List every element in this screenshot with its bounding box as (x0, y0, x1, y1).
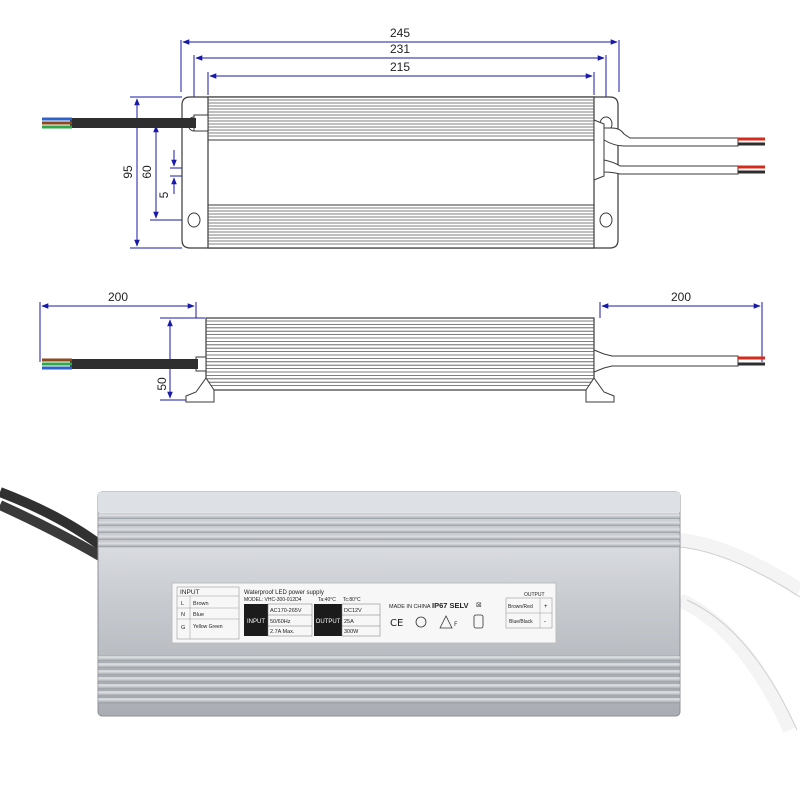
dim-width-overall: 245 (390, 26, 410, 40)
label-ta: Ta:40°C (318, 597, 336, 603)
recycle-bin-icon: ⊠ (476, 601, 482, 609)
photo-fin (97, 520, 681, 527)
label-product-title: Waterproof LED power supply (244, 590, 324, 596)
label-tc: Tc:80°C (343, 597, 361, 603)
input-cable (70, 118, 196, 128)
side-foot-left (185, 377, 215, 403)
dim-input-cable: 200 (108, 290, 128, 304)
dim-hole-spacing: 60 (140, 165, 154, 179)
class2-mark-icon (473, 614, 484, 629)
photo-fin (97, 541, 681, 548)
label-pin-g: G (181, 625, 185, 631)
side-fins (206, 320, 594, 387)
label-output-current: 25A (344, 619, 354, 625)
side-foot-right (585, 377, 615, 403)
top-view: 245 231 215 95 60 5 (42, 26, 765, 249)
side-output-cable (593, 349, 739, 373)
photo-fin (97, 697, 681, 704)
label-input-current: 2.7A Max. (270, 629, 295, 635)
dim-output-cable: 200 (671, 290, 691, 304)
label-output-tag: OUTPUT (316, 619, 341, 625)
dim-hole-diameter: 5 (157, 191, 171, 198)
mount-hole-icon (599, 212, 613, 228)
photo-fin (97, 683, 681, 690)
fcc-mark-icon: F (454, 621, 458, 628)
ce-mark-icon: CE (390, 618, 403, 629)
mount-hole-icon (187, 212, 201, 228)
dim-height-overall: 95 (121, 165, 135, 179)
label-pin-g-color: Yellow Green (193, 624, 223, 630)
photo-input-cable-2 (0, 500, 103, 561)
photo-fin (97, 655, 681, 662)
label-output-power: 300W (344, 629, 359, 635)
photo-input-cable-1 (0, 487, 103, 550)
top-fins-lower (208, 207, 594, 245)
dim-width-holes: 231 (390, 42, 410, 56)
label-output-wire-neg: Blue/Black (509, 619, 533, 625)
label-made-in: MADE IN CHINA (389, 604, 431, 610)
label-ip-rating: IP67 SELV (432, 601, 469, 610)
dim-side-height: 50 (155, 377, 169, 391)
output-gland (593, 119, 605, 181)
photo-output-cable-1 (679, 533, 800, 596)
photo-fins-bottom (97, 655, 681, 704)
top-body (207, 96, 595, 249)
output-cable-2 (603, 159, 739, 175)
side-body (205, 317, 595, 391)
label-output-sign-pos: + (544, 604, 548, 610)
label-output-title: OUTPUT (524, 592, 545, 598)
top-fins-upper (208, 99, 594, 137)
label-input-frequency: 50/60Hz (270, 619, 291, 625)
product-photo: INPUT L Brown N Blue G Yellow Green Wate… (0, 487, 800, 733)
label-pin-l: L (181, 601, 184, 607)
photo-fin (97, 534, 681, 541)
saa-mark-icon (439, 615, 453, 629)
label-input-tag: INPUT (247, 619, 265, 625)
side-input-cable (70, 359, 198, 369)
label-output-sign-neg: - (544, 619, 546, 625)
photo-fin (97, 669, 681, 676)
emc-mark-icon (415, 616, 427, 628)
spec-label: INPUT L Brown N Blue G Yellow Green Wate… (171, 582, 557, 644)
input-gland (193, 114, 209, 132)
output-cable-1 (603, 127, 739, 147)
label-pin-n-color: Blue (193, 612, 204, 618)
photo-fin (97, 527, 681, 534)
photo-fin (97, 676, 681, 683)
label-output-wire-pos: Brown/Red (508, 604, 533, 610)
photo-fin (97, 662, 681, 669)
label-pin-n: N (181, 612, 185, 618)
label-input-voltage: AC170-265V (270, 608, 302, 614)
label-output-voltage: DC12V (344, 608, 362, 614)
side-view: 200 200 50 (39, 290, 765, 403)
dim-width-body: 215 (390, 60, 410, 74)
photo-fin (97, 513, 681, 520)
photo-fin (97, 690, 681, 697)
photo-fins-top (97, 513, 681, 548)
label-model: MODEL: VHC-300-012D4 (244, 597, 302, 603)
label-pin-l-color: Brown (193, 601, 209, 607)
label-input-title: INPUT (180, 589, 200, 596)
photo-output-cable-2 (676, 593, 797, 733)
